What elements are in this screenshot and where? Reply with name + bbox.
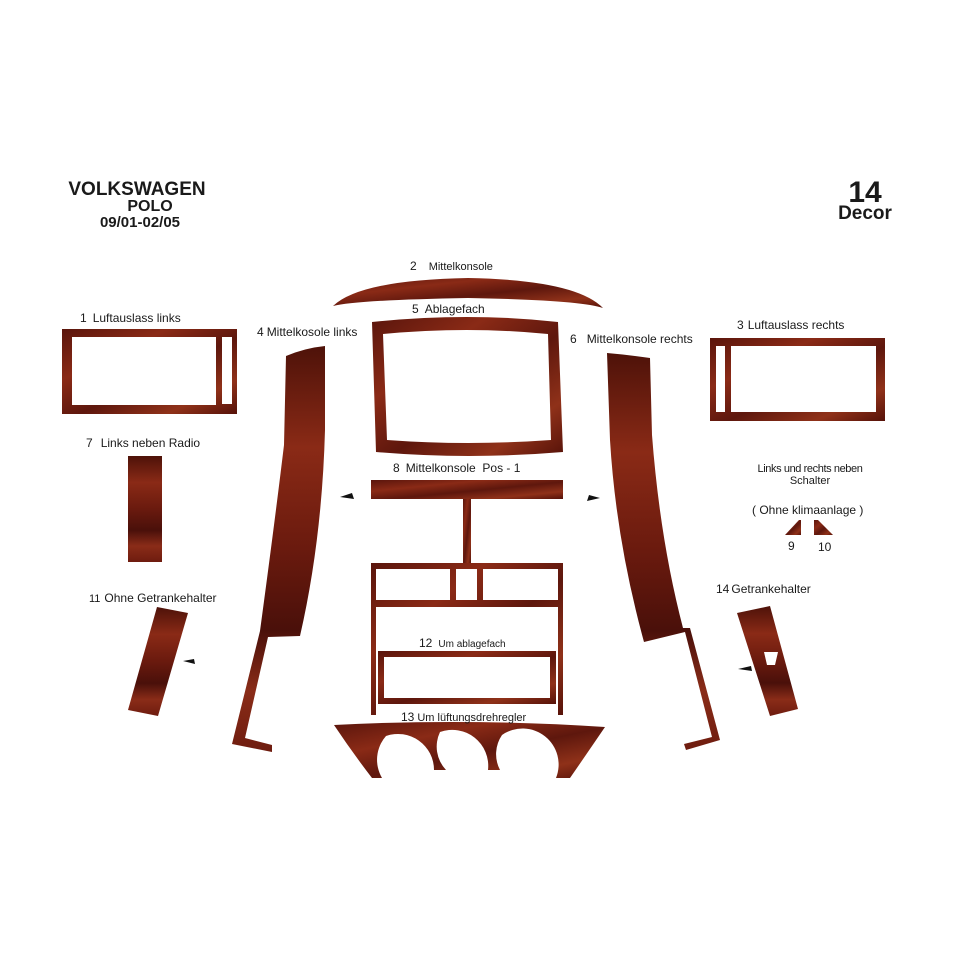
part-4-mittelkosole-links	[232, 346, 325, 752]
part-12-um-ablagefach	[378, 651, 556, 704]
label-part-10: 10	[818, 540, 832, 554]
part-7-links-neben-radio	[128, 456, 162, 562]
piece-count: 14	[848, 176, 882, 209]
arrow-icon	[183, 493, 752, 671]
vehicle-make: VOLKSWAGEN	[68, 179, 206, 200]
switch-note: Links und rechts neben Schalter	[740, 463, 880, 487]
part-1-luftauslass-links	[62, 329, 237, 414]
part-8-mittelkonsole-pos-1	[371, 480, 563, 715]
vehicle-years: 09/01-02/05	[99, 214, 181, 231]
part-6-mittelkonsole-rechts	[607, 353, 720, 750]
part-3-luftauslass-rechts	[710, 338, 885, 421]
vehicle-model: POLO	[127, 198, 173, 215]
switch-note-line3: ( Ohne klimaanlage )	[752, 503, 864, 517]
switch-note-line2: Schalter	[789, 475, 831, 487]
part-11-ohne-getrankehalter	[128, 607, 188, 716]
switch-note-line1: Links und rechts neben	[757, 463, 863, 475]
part-2-mittelkonsole	[333, 278, 603, 308]
kit-type: Decor	[838, 203, 892, 224]
label-part-9: 9	[788, 539, 795, 553]
part-13-um-lueftungsdrehregler	[334, 721, 605, 778]
part-5-ablagefach	[372, 317, 563, 456]
part-9	[785, 520, 801, 535]
part-10	[814, 520, 833, 535]
part-14-getrankehalter	[737, 606, 798, 716]
